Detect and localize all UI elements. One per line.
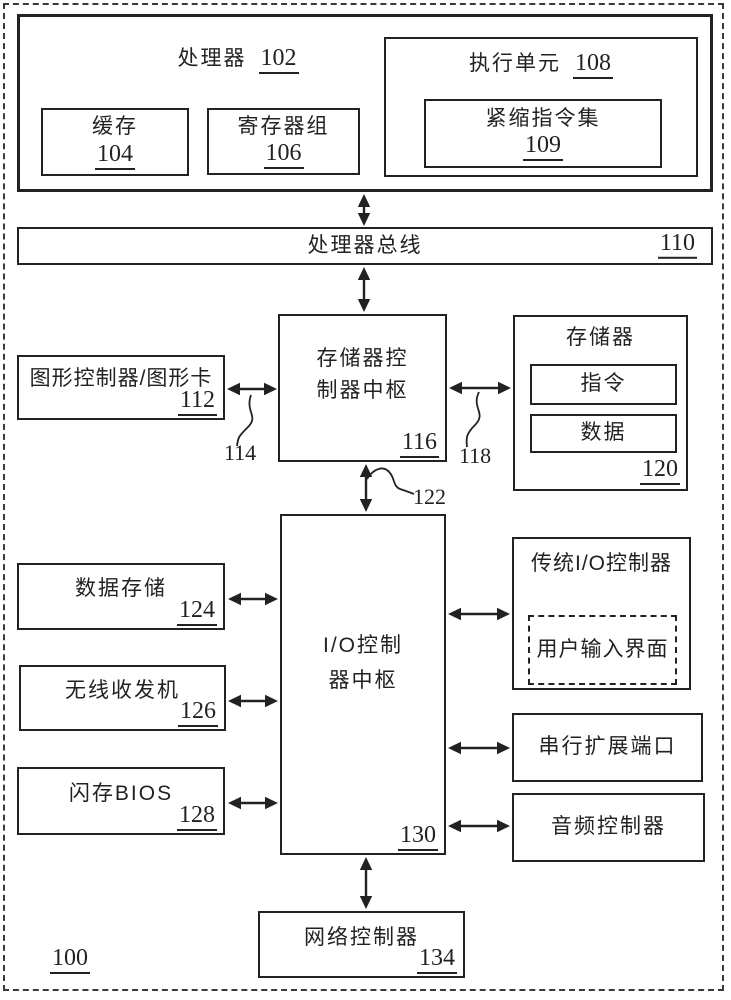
processor-label: 处理器 — [177, 47, 247, 70]
serial-expansion-port-label: 串行扩展端口 — [538, 735, 677, 759]
network-controller-box: 网络控制器 134 — [258, 911, 465, 978]
legacy-io-controller-label: 传统I/O控制器 — [530, 552, 672, 575]
legacy-io-controller-box: 传统I/O控制器 用户输入界面 — [512, 537, 691, 690]
register-file-label: 寄存器组 — [237, 114, 330, 138]
data-storage-box: 数据存储 124 — [17, 563, 225, 630]
user-input-interface-box: 用户输入界面 — [528, 615, 677, 685]
graphics-controller-label: 图形控制器/图形卡 — [29, 367, 213, 391]
audio-controller-box: 音频控制器 — [512, 793, 705, 862]
user-input-interface-label: 用户输入界面 — [536, 637, 669, 661]
graphics-controller-box: 图形控制器/图形卡 112 — [17, 355, 225, 420]
network-controller-label: 网络控制器 — [304, 926, 419, 950]
flash-bios-ref: 128 — [177, 802, 217, 831]
arrow-mch-to-memory — [449, 381, 511, 395]
graphics-controller-ref: 112 — [177, 387, 217, 416]
leader-ref-118: 118 — [459, 443, 492, 468]
ioh-ref: 130 — [398, 822, 438, 851]
arrow-mch-to-ioh — [359, 464, 373, 512]
execution-unit-title: 执行单元 108 — [386, 50, 696, 80]
data-storage-label: 数据存储 — [75, 577, 167, 601]
memory-box: 存储器 指令 数据 120 — [513, 315, 688, 491]
register-file-ref: 106 — [263, 140, 304, 170]
arrow-flashbios-to-ioh — [228, 796, 278, 810]
memory-instructions-box: 指令 — [530, 364, 677, 405]
arrow-bus-to-mch — [357, 267, 371, 312]
wireless-transceiver-box: 无线收发机 126 — [19, 665, 226, 731]
processor-bus-ref: 110 — [657, 230, 697, 259]
leader-line-118 — [465, 391, 481, 448]
cache-ref: 104 — [95, 141, 135, 170]
data-storage-ref: 124 — [177, 597, 217, 626]
mch-label-line1: 存储器控 — [316, 346, 409, 370]
cache-label: 缓存 — [92, 115, 138, 139]
register-file-box: 寄存器组 106 — [207, 108, 360, 175]
memory-label: 存储器 — [566, 326, 635, 349]
cache-box: 缓存 104 — [41, 108, 189, 176]
execution-unit-box: 执行单元 108 紧缩指令集 109 — [384, 37, 698, 177]
processor-bus-label: 处理器总线 — [307, 233, 423, 257]
memory-ref: 120 — [640, 456, 680, 485]
arrow-datastorage-to-ioh — [228, 592, 278, 606]
io-controller-hub-box: I/O控制 器中枢 130 — [280, 514, 446, 855]
network-controller-ref: 134 — [417, 945, 457, 974]
processor-box: 处理器 102 缓存 104 寄存器组 106 执行单元 108 紧缩指令集 — [17, 14, 713, 192]
memory-data-box: 数据 — [530, 414, 677, 453]
ioh-label-line2: 器中枢 — [328, 668, 398, 692]
flash-bios-box: 闪存BIOS 128 — [17, 767, 225, 835]
execution-unit-label: 执行单元 — [469, 52, 561, 75]
serial-expansion-port-box: 串行扩展端口 — [512, 713, 703, 782]
flash-bios-label: 闪存BIOS — [68, 781, 174, 805]
leader-line-122 — [366, 467, 415, 495]
leader-ref-122: 122 — [413, 484, 446, 509]
mch-label-line2: 制器中枢 — [316, 379, 409, 402]
processor-title: 处理器 102 — [123, 45, 353, 75]
arrow-wireless-to-ioh — [228, 694, 278, 708]
packed-instruction-set-box: 紧缩指令集 109 — [424, 99, 662, 168]
arrow-graphics-to-mch — [227, 382, 277, 396]
leader-ref-114: 114 — [224, 440, 257, 465]
arrow-ioh-to-legacyio — [448, 607, 510, 621]
audio-controller-label: 音频控制器 — [551, 815, 666, 839]
mch-ref: 116 — [399, 429, 439, 458]
packed-instruction-set-ref: 109 — [523, 132, 563, 162]
memory-controller-hub-box: 存储器控 制器中枢 116 — [278, 314, 447, 462]
execution-unit-ref: 108 — [573, 50, 613, 80]
arrow-ioh-to-serial — [448, 741, 510, 755]
arrow-ioh-to-audio — [448, 819, 510, 833]
system-ref-100: 100 — [50, 945, 90, 975]
leader-line-114 — [236, 394, 254, 447]
arrow-processor-to-bus — [357, 194, 371, 226]
arrow-ioh-to-network — [359, 857, 373, 909]
memory-data-label: 数据 — [580, 421, 627, 445]
processor-ref: 102 — [258, 45, 299, 75]
memory-instructions-label: 指令 — [580, 372, 627, 396]
packed-instruction-set-label: 紧缩指令集 — [485, 106, 601, 130]
ioh-label-line1: I/O控制 — [322, 634, 403, 658]
wireless-transceiver-ref: 126 — [178, 698, 218, 727]
wireless-transceiver-label: 无线收发机 — [65, 678, 180, 702]
processor-bus-bar: 处理器总线 110 — [17, 227, 713, 265]
